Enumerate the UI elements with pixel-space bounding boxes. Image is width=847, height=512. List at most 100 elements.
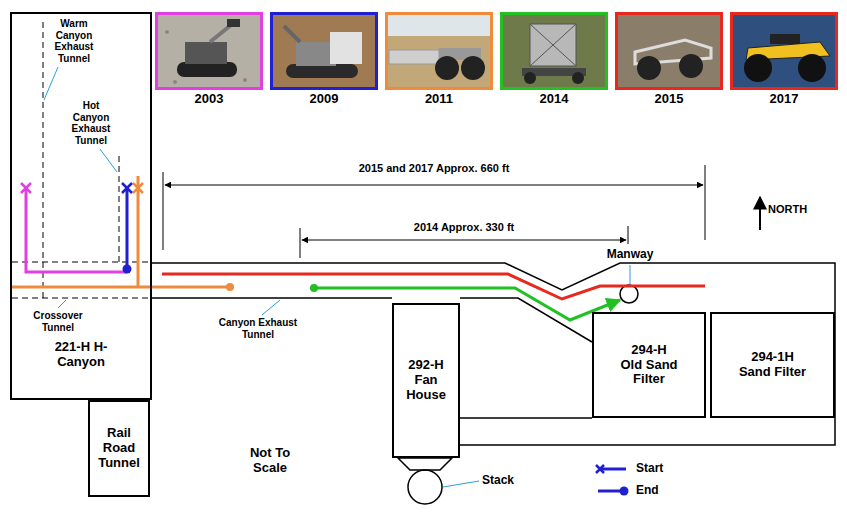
building-box: 292-H Fan House [392,303,460,458]
stack-label: Stack [482,474,530,488]
robot-photo [500,12,608,90]
manway-circle [620,285,638,303]
building-box: 294-1H Sand Filter [710,312,835,418]
start-mark [122,183,132,193]
cross-brace [530,24,576,66]
building-box: 294-H Old Sand Filter [592,312,706,418]
tunnel-label: Crossover Tunnel [28,310,88,333]
robot-photo [155,12,263,90]
leader-line [100,149,117,172]
route-2003 [26,188,127,272]
end-mark [226,283,234,291]
building-name: 294-H Old Sand Filter [620,343,679,388]
photo-frame: 2015 [615,12,723,90]
gravel [243,78,247,82]
dimension-label: 2015 and 2017 Approx. 660 ft [334,162,534,175]
photo-ground [270,12,378,90]
leader-line [262,300,280,315]
tunnel-outline [460,417,592,419]
route-2009 [126,188,129,268]
building-name: 292-H Fan House [397,358,455,403]
end-mark [123,265,132,274]
pipe [389,50,439,64]
robot-wheel [461,56,485,80]
robot-photo [385,12,493,90]
robot-wheel [637,56,661,80]
robot-body [185,42,227,64]
robot-wheel [572,72,584,84]
route-2011 [12,286,230,289]
leader-line [58,300,66,308]
tunnel-label: Warm Canyon Exhaust Tunnel [48,18,100,64]
leader-line [443,481,479,487]
year-label: 2017 [727,92,841,107]
dimension-tick [300,228,301,258]
dimension-tick [163,172,164,250]
start-mark [133,183,143,193]
legend-text: End [636,484,659,498]
gravel [165,30,169,34]
robot-wheel [435,56,459,80]
north-label: NORTH [768,203,828,216]
robot-arm [210,25,231,42]
route-2014 [314,288,620,320]
photo-frame: 2009 [270,12,378,90]
building-name: Rail Road Tunnel [94,426,144,471]
north-arrow [759,197,761,230]
gravel [173,80,177,84]
tunnel-label: Canyon Exhaust Tunnel [214,317,302,340]
end-mark [310,284,318,292]
manway-label: Manway [600,248,660,262]
robot-box [330,32,362,64]
photo-frame: 2014 [500,12,608,90]
year-label: 2011 [382,92,496,107]
leader-line [44,67,58,100]
cylinder [530,24,576,66]
dashed-tunnel [119,156,120,262]
robot-top [770,34,800,44]
stack-duct [398,458,452,470]
building-name: 221-H H-Canyon [46,340,116,370]
legend-start-sample [600,468,626,471]
year-label: 2015 [612,92,726,107]
year-label: 2003 [152,92,266,107]
note-label: Not To Scale [240,446,300,476]
robot-photo [270,12,378,90]
year-label: 2009 [267,92,381,107]
robot-track [286,64,358,78]
photo-sky [385,12,493,36]
photo-ground [155,12,263,90]
robot-track [177,62,237,77]
cross-brace [530,24,576,66]
start-mark [21,183,31,193]
building-box: 221-H H-Canyon [10,12,152,400]
photo-frame: 2003 [155,12,263,90]
dimension-line [165,185,703,186]
dashed-tunnel [12,298,150,299]
robot-wheel [798,54,826,82]
robot-arm [284,26,300,42]
building-name: 294-1H Sand Filter [736,350,810,380]
photo-ground [500,12,608,90]
photo-frame: 2017 [730,12,838,90]
robot-wheel [679,54,703,78]
robot-photo [615,12,723,90]
dimension-label: 2014 Approx. 330 ft [384,221,544,234]
tunnel-outline [150,297,392,299]
legend-end-sample [620,487,629,496]
photo-frame: 2011 [385,12,493,90]
dimension-line [302,240,626,241]
leader-line [630,265,631,284]
dashed-tunnel [12,262,150,263]
tunnel-outline [150,263,835,445]
photo-ground [730,12,838,90]
tunnel-box: Rail Road Tunnel [88,400,150,497]
route-2011 [137,176,140,287]
tunnel-label: Hot Canyon Exhaust Tunnel [66,100,116,146]
photo-ground [385,12,493,90]
robot-wheel [744,54,772,82]
stack-circle [408,470,442,504]
photo-ground [615,12,723,90]
dimension-tick [628,226,629,244]
